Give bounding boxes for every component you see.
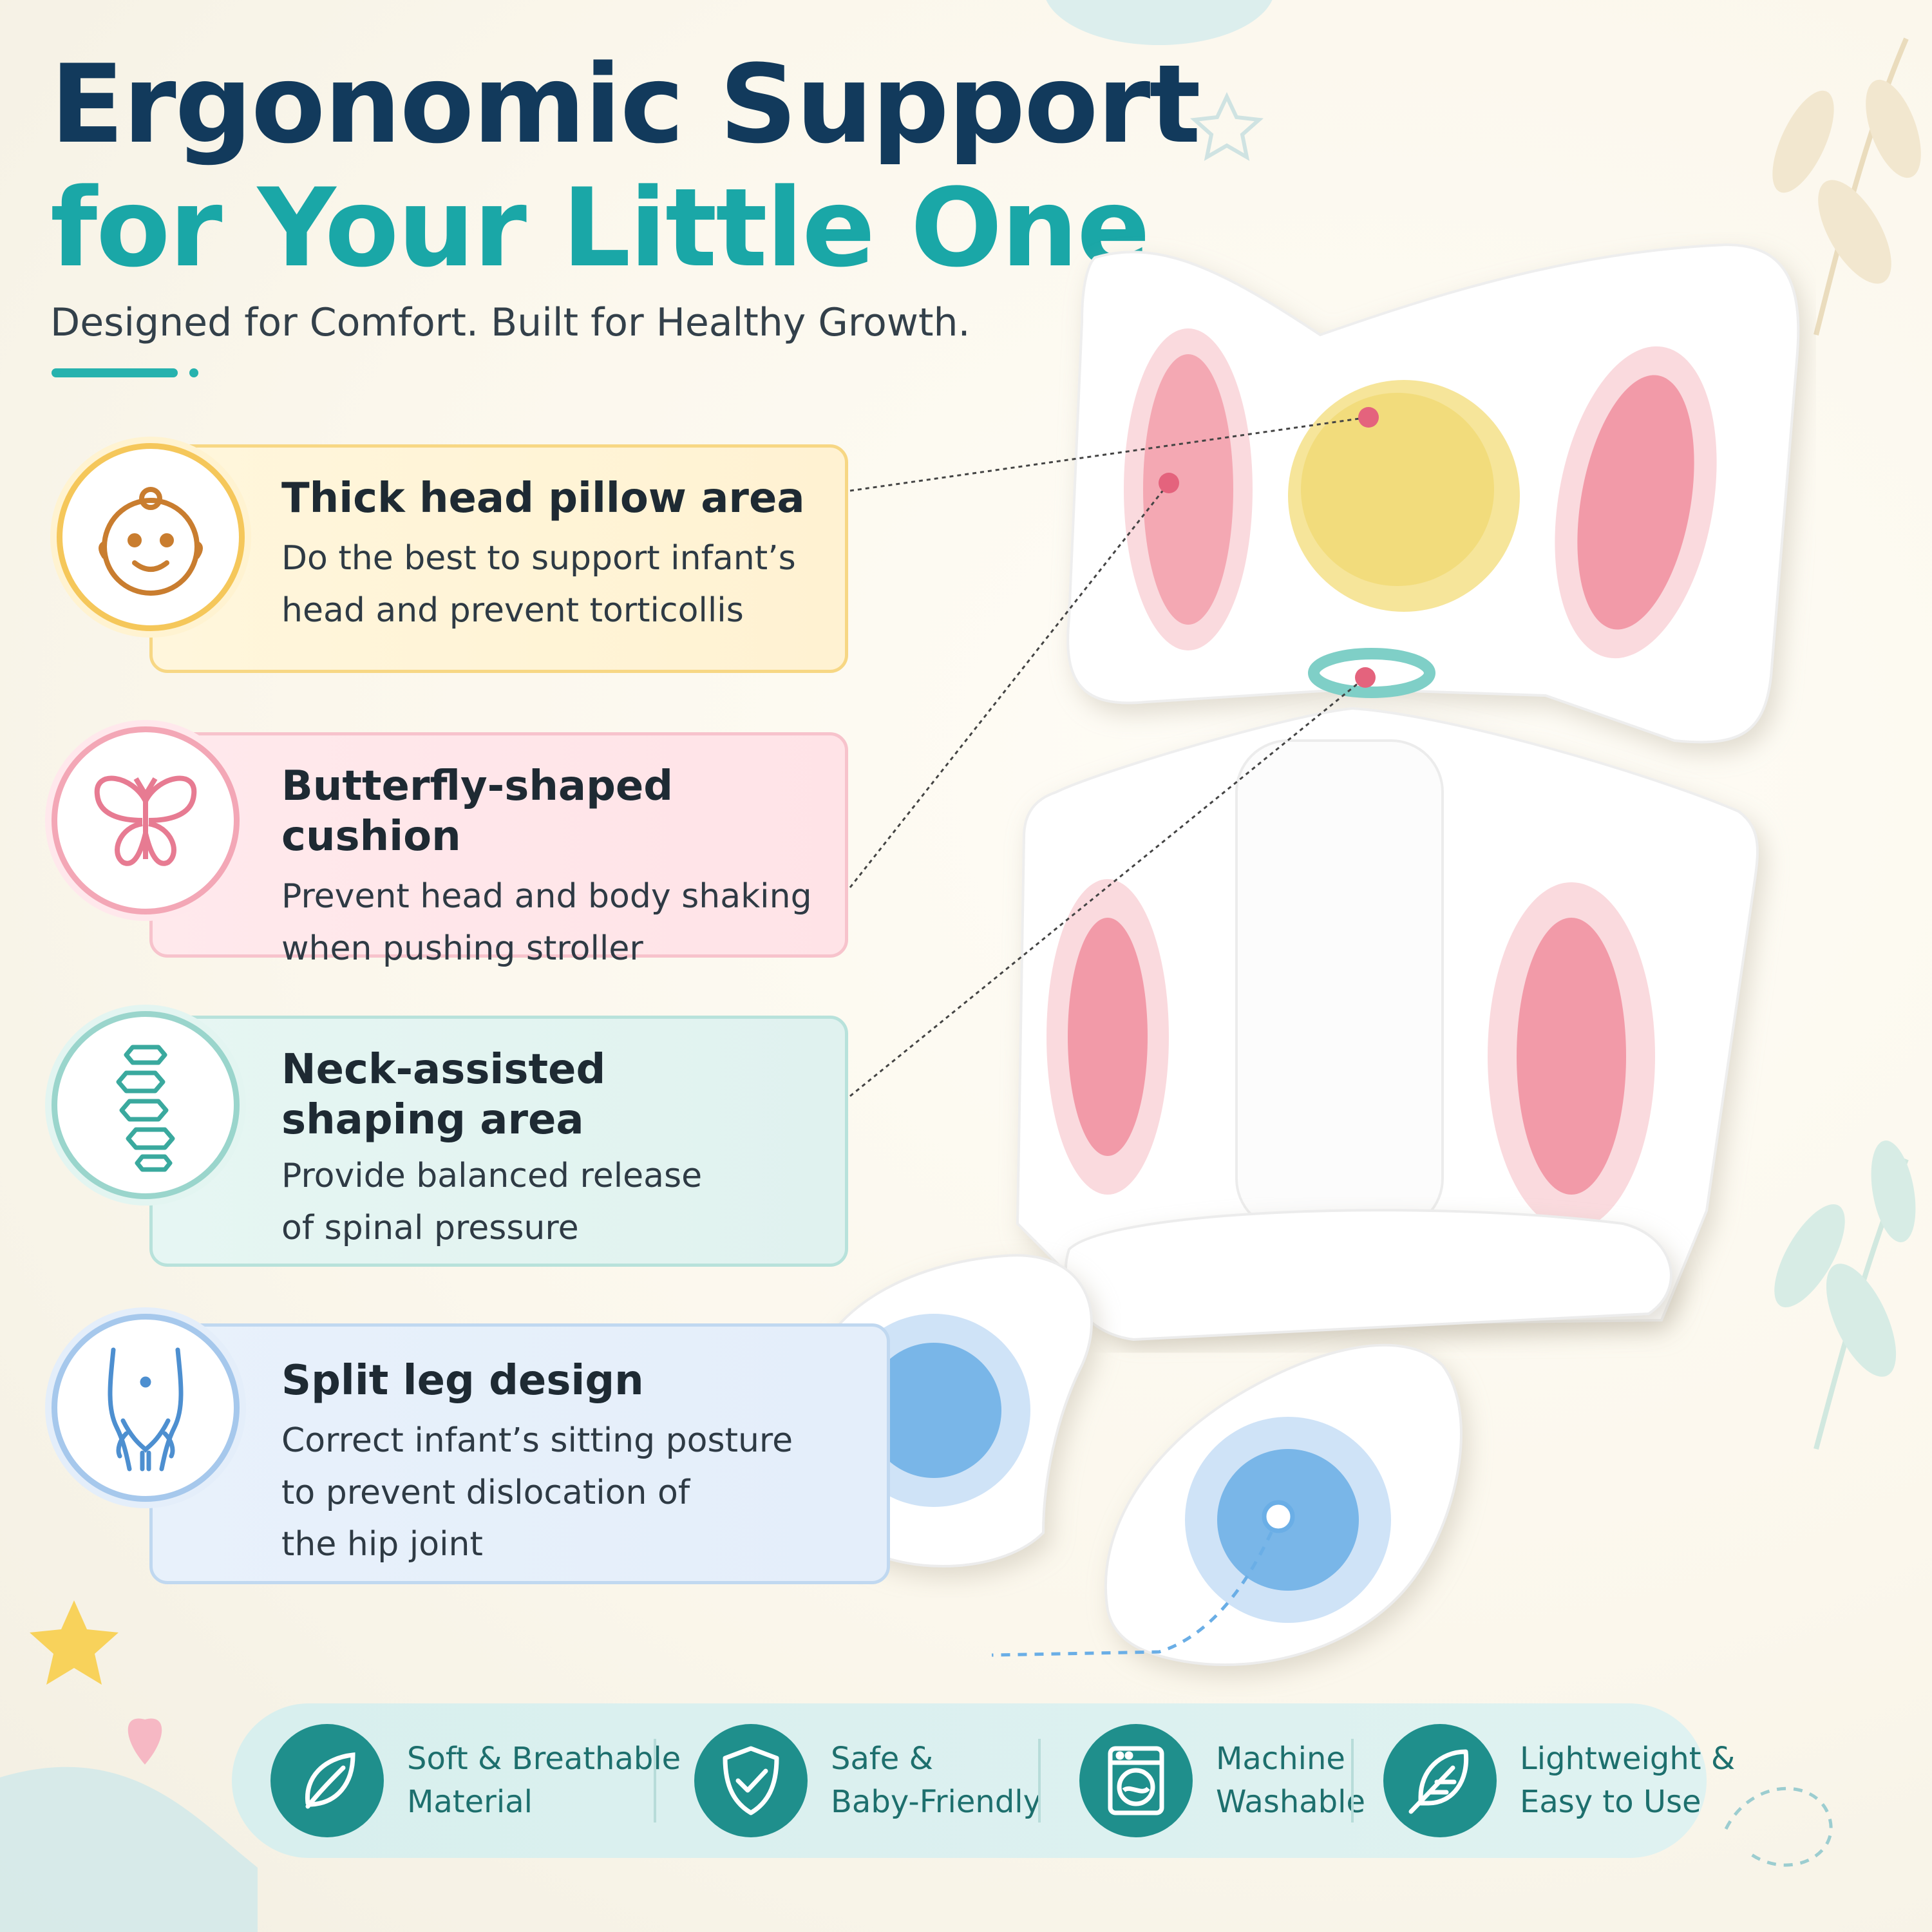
washing-machine-icon bbox=[1079, 1724, 1193, 1837]
feature-title: Butterfly-shaped cushion bbox=[281, 762, 674, 861]
feature-label-line1: Safe & bbox=[831, 1740, 933, 1777]
feature-card-split-leg: Split leg design Correct infant’s sittin… bbox=[149, 1323, 890, 1584]
feature-divider bbox=[1351, 1739, 1354, 1823]
feature-label-line2: Easy to Use bbox=[1520, 1784, 1701, 1820]
feature-safe-baby-friendly: Safe & Baby-Friendly bbox=[694, 1721, 1041, 1841]
feature-title: Thick head pillow area bbox=[281, 475, 805, 522]
feature-label-line1: Machine bbox=[1216, 1740, 1345, 1777]
feature-lightweight: Lightweight & Easy to Use bbox=[1383, 1721, 1735, 1841]
feature-card-head-pillow: Thick head pillow area Do the best to su… bbox=[149, 444, 848, 673]
baby-face-icon bbox=[57, 443, 245, 631]
shield-check-icon bbox=[694, 1724, 808, 1837]
feature-card-butterfly-cushion: Butterfly-shaped cushion Prevent head an… bbox=[149, 732, 848, 968]
product-cushion-illustration bbox=[773, 243, 1800, 1666]
feature-label-line1: Soft & Breathable bbox=[407, 1740, 681, 1777]
page-title-line2: for Your Little One bbox=[50, 165, 1150, 291]
feature-label-line2: Washable bbox=[1216, 1784, 1365, 1820]
accent-dot bbox=[189, 368, 198, 377]
page-subtitle: Designed for Comfort. Built for Healthy … bbox=[50, 300, 971, 345]
feature-divider bbox=[1038, 1739, 1041, 1823]
hip-joint-icon bbox=[52, 1314, 240, 1502]
page-title-line1: Ergonomic Support bbox=[50, 41, 1201, 167]
feature-label-line2: Material bbox=[407, 1784, 533, 1820]
feature-title: Split leg design bbox=[281, 1357, 644, 1405]
feature-label-line2: Baby-Friendly bbox=[831, 1784, 1042, 1820]
accent-line bbox=[52, 368, 178, 377]
butterfly-icon bbox=[52, 726, 240, 914]
spine-icon bbox=[52, 1011, 240, 1199]
feather-icon bbox=[1383, 1724, 1497, 1837]
feature-label-line1: Lightweight & bbox=[1520, 1740, 1736, 1777]
feature-divider bbox=[654, 1739, 656, 1823]
leaf-icon bbox=[270, 1724, 384, 1837]
